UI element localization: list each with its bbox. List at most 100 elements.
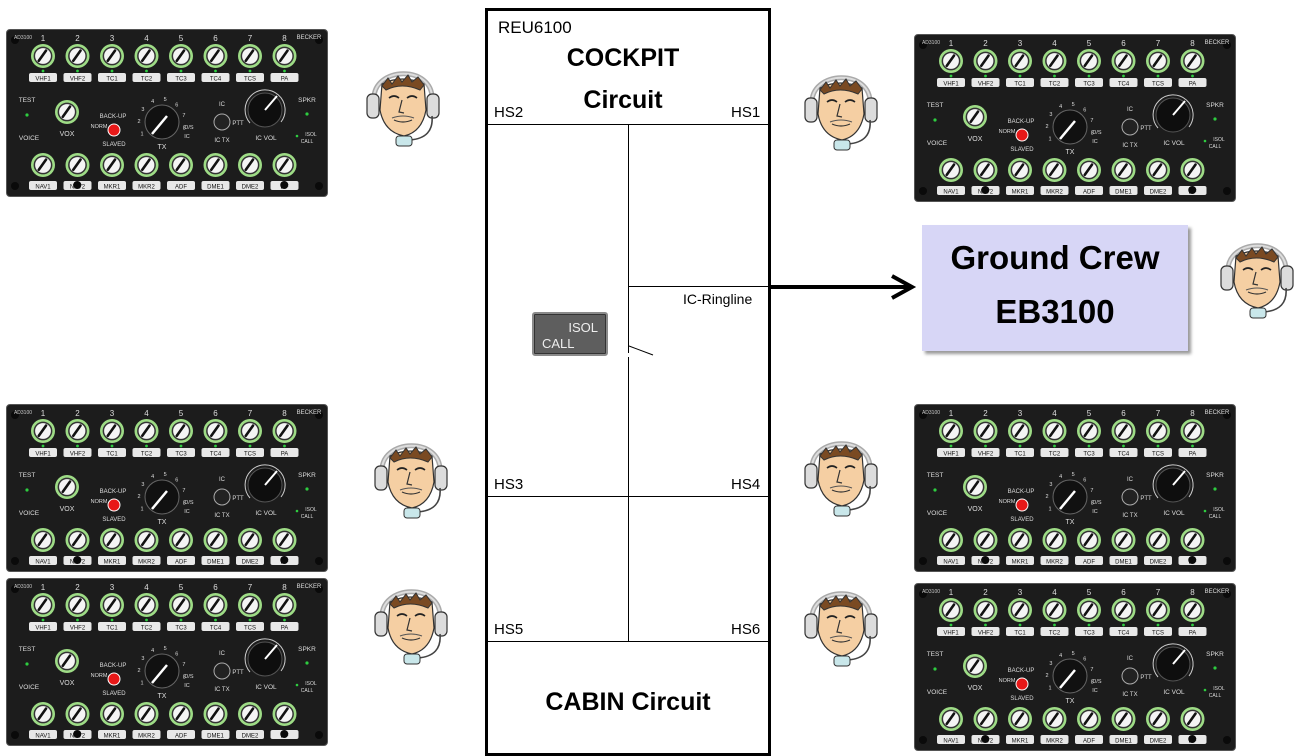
top-knob-tcs[interactable]	[238, 419, 262, 443]
bottom-knob-adf[interactable]	[169, 702, 193, 726]
top-knob-vhf2[interactable]	[65, 44, 90, 68]
top-knob-tc3[interactable]	[169, 419, 193, 443]
bottom-knob-mkr2[interactable]	[134, 528, 159, 552]
top-knob-tc3[interactable]	[1077, 598, 1101, 622]
bottom-knob-nav2[interactable]	[973, 158, 998, 182]
top-knob-tc3[interactable]	[169, 44, 193, 68]
bottom-knob-dme1[interactable]	[203, 153, 228, 177]
top-knob-vhf1[interactable]	[939, 49, 963, 73]
bottom-knob-df[interactable]	[272, 528, 297, 552]
top-knob-pa[interactable]	[1180, 419, 1205, 443]
bottom-knob-df[interactable]	[1180, 707, 1205, 731]
top-knob-vhf2[interactable]	[973, 419, 998, 443]
bottom-knob-dme2[interactable]	[1146, 528, 1170, 552]
top-knob-tc1[interactable]	[1008, 49, 1032, 73]
bottom-knob-dme1[interactable]	[203, 528, 228, 552]
bottom-knob-dme1[interactable]	[1111, 707, 1136, 731]
top-knob-pa[interactable]	[272, 419, 297, 443]
bottom-knob-df[interactable]	[1180, 528, 1205, 552]
top-knob-pa[interactable]	[1180, 49, 1205, 73]
top-knob-vhf1[interactable]	[939, 419, 963, 443]
top-knob-vhf2[interactable]	[973, 49, 998, 73]
bottom-knob-mkr1[interactable]	[1008, 528, 1032, 552]
top-knob-tc4[interactable]	[1111, 419, 1136, 443]
top-knob-tc2[interactable]	[134, 44, 159, 68]
top-knob-vhf2[interactable]	[65, 419, 90, 443]
top-knob-vhf1[interactable]	[31, 419, 55, 443]
bottom-knob-adf[interactable]	[1077, 158, 1101, 182]
top-knob-tcs[interactable]	[238, 593, 262, 617]
bottom-knob-nav2[interactable]	[65, 702, 90, 726]
top-knob-tc4[interactable]	[1111, 598, 1136, 622]
bottom-knob-dme2[interactable]	[238, 528, 262, 552]
bottom-knob-mkr1[interactable]	[100, 528, 124, 552]
isol-call-button[interactable]: ISOL CALL	[532, 312, 608, 356]
top-knob-vhf1[interactable]	[31, 44, 55, 68]
vox-knob[interactable]	[55, 475, 79, 499]
top-knob-tc4[interactable]	[203, 419, 228, 443]
bottom-knob-adf[interactable]	[169, 153, 193, 177]
top-knob-tc4[interactable]	[1111, 49, 1136, 73]
bottom-knob-nav1[interactable]	[31, 702, 55, 726]
top-knob-pa[interactable]	[272, 44, 297, 68]
top-knob-vhf2[interactable]	[973, 598, 998, 622]
bottom-knob-nav1[interactable]	[939, 158, 963, 182]
top-knob-tcs[interactable]	[238, 44, 262, 68]
top-knob-vhf1[interactable]	[31, 593, 55, 617]
bottom-knob-nav2[interactable]	[65, 153, 90, 177]
bottom-knob-adf[interactable]	[1077, 707, 1101, 731]
bottom-knob-mkr2[interactable]	[134, 153, 159, 177]
bottom-knob-dme1[interactable]	[1111, 528, 1136, 552]
top-knob-tc3[interactable]	[169, 593, 193, 617]
top-knob-tcs[interactable]	[1146, 419, 1170, 443]
bottom-knob-nav1[interactable]	[31, 153, 55, 177]
top-knob-tcs[interactable]	[1146, 49, 1170, 73]
vox-knob[interactable]	[55, 649, 79, 673]
bottom-knob-mkr2[interactable]	[1042, 707, 1067, 731]
top-knob-tc2[interactable]	[1042, 598, 1067, 622]
bottom-knob-df[interactable]	[1180, 158, 1205, 182]
top-knob-pa[interactable]	[1180, 598, 1205, 622]
top-knob-vhf2[interactable]	[65, 593, 90, 617]
top-knob-tc1[interactable]	[100, 593, 124, 617]
bottom-knob-nav1[interactable]	[31, 528, 55, 552]
bottom-knob-adf[interactable]	[169, 528, 193, 552]
top-knob-tcs[interactable]	[1146, 598, 1170, 622]
top-knob-tc1[interactable]	[100, 419, 124, 443]
bottom-knob-mkr2[interactable]	[1042, 158, 1067, 182]
bottom-knob-df[interactable]	[272, 153, 297, 177]
bottom-knob-dme2[interactable]	[238, 153, 262, 177]
top-knob-tc2[interactable]	[134, 593, 159, 617]
vox-knob[interactable]	[963, 105, 987, 129]
top-knob-tc2[interactable]	[1042, 419, 1067, 443]
bottom-knob-df[interactable]	[272, 702, 297, 726]
bottom-knob-nav2[interactable]	[973, 528, 998, 552]
bottom-knob-mkr2[interactable]	[1042, 528, 1067, 552]
top-knob-tc2[interactable]	[1042, 49, 1067, 73]
top-knob-pa[interactable]	[272, 593, 297, 617]
top-knob-tc3[interactable]	[1077, 49, 1101, 73]
bottom-knob-mkr1[interactable]	[100, 702, 124, 726]
bottom-knob-mkr1[interactable]	[100, 153, 124, 177]
bottom-knob-dme2[interactable]	[1146, 158, 1170, 182]
top-knob-vhf1[interactable]	[939, 598, 963, 622]
vox-knob[interactable]	[55, 100, 79, 124]
vox-knob[interactable]	[963, 654, 987, 678]
top-knob-tc1[interactable]	[1008, 598, 1032, 622]
bottom-knob-dme1[interactable]	[1111, 158, 1136, 182]
bottom-knob-dme1[interactable]	[203, 702, 228, 726]
top-knob-tc3[interactable]	[1077, 419, 1101, 443]
top-knob-tc2[interactable]	[134, 419, 159, 443]
bottom-knob-nav2[interactable]	[973, 707, 998, 731]
vox-knob[interactable]	[963, 475, 987, 499]
top-knob-tc4[interactable]	[203, 44, 228, 68]
bottom-knob-mkr1[interactable]	[1008, 707, 1032, 731]
bottom-knob-dme2[interactable]	[238, 702, 262, 726]
bottom-knob-dme2[interactable]	[1146, 707, 1170, 731]
bottom-knob-mkr2[interactable]	[134, 702, 159, 726]
top-knob-tc1[interactable]	[1008, 419, 1032, 443]
bottom-knob-nav1[interactable]	[939, 707, 963, 731]
bottom-knob-nav1[interactable]	[939, 528, 963, 552]
bottom-knob-nav2[interactable]	[65, 528, 90, 552]
top-knob-tc4[interactable]	[203, 593, 228, 617]
